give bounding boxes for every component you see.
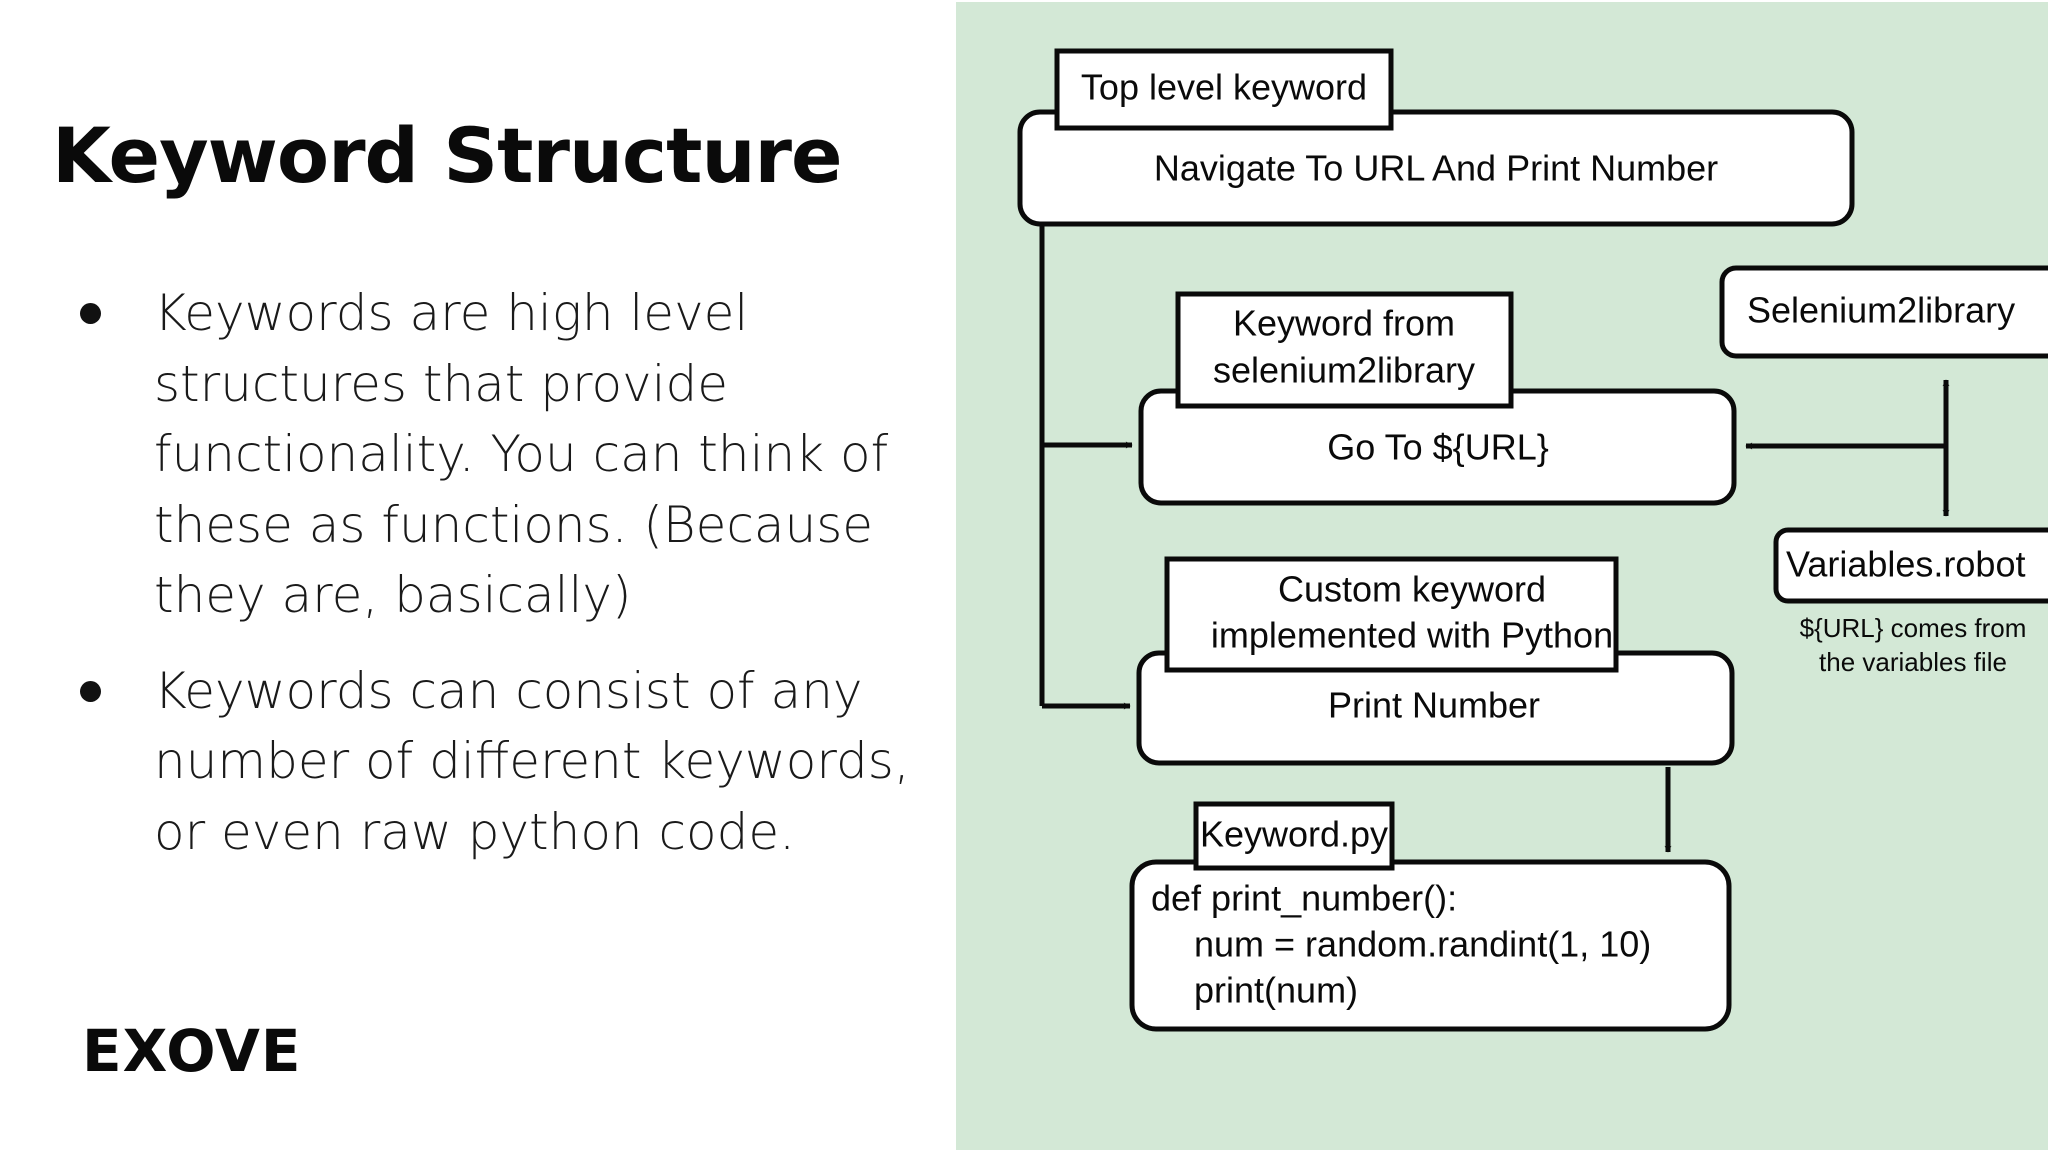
library-keyword-tag-line: Keyword from <box>1233 303 1455 344</box>
top-level-keyword-name: Navigate To URL And Print Number <box>1154 148 1718 189</box>
library-keyword-tag-frame <box>1175 291 1514 409</box>
python-code-line: def print_number(): <box>1151 878 1457 919</box>
bullet-text: Keywords are high level structures that … <box>154 284 889 624</box>
custom-keyword-tag-frame <box>1164 556 1619 673</box>
variables-file-name: Variables.robot <box>1786 544 2025 585</box>
bullet-item: Keywords are high level structures that … <box>78 278 918 631</box>
library-keyword-name: Go To ${URL} <box>1327 427 1548 468</box>
library-keyword-tag-line: selenium2library <box>1213 350 1475 391</box>
selenium-library-frame <box>1719 265 2048 359</box>
variables-file-box: Variables.robot ${URL} comes from the va… <box>1773 527 2048 677</box>
library-keyword-box: Go To ${URL} Keyword from selenium2libra… <box>1138 291 1737 506</box>
variables-note-line: the variables file <box>1819 647 2007 677</box>
python-code-line: num = random.randint(1, 10) <box>1194 924 1651 965</box>
custom-keyword-box: Print Number Custom keyword implemented … <box>1136 556 1735 766</box>
keyword-structure-diagram: Navigate To URL And Print Number Top lev… <box>956 2 2048 1150</box>
python-file-tag: Keyword.py <box>1200 814 1388 855</box>
bullet-icon <box>80 303 101 324</box>
selenium-library-box: Selenium2library <box>1719 265 2048 359</box>
bullet-list: Keywords are high level structures that … <box>78 278 918 892</box>
bullet-item: Keywords can consist of any number of di… <box>78 656 918 868</box>
python-file-box: def print_number(): num = random.randint… <box>1129 801 1732 1032</box>
slide-title: Keyword Structure <box>52 111 843 200</box>
top-level-keyword-frame <box>1017 109 1855 227</box>
bullet-text: Keywords can consist of any number of di… <box>154 661 910 861</box>
variables-file-frame <box>1773 527 2048 604</box>
python-file-frame <box>1129 859 1732 1032</box>
top-level-keyword-tag: Top level keyword <box>1081 67 1367 108</box>
selenium-library-name: Selenium2library <box>1747 290 2015 331</box>
top-level-keyword-tag-frame <box>1054 48 1394 131</box>
exove-logo: EXOVE <box>82 1017 302 1085</box>
custom-keyword-name: Print Number <box>1328 685 1540 726</box>
top-level-keyword-box: Navigate To URL And Print Number Top lev… <box>1017 48 1855 227</box>
bullet-icon <box>80 680 101 702</box>
python-file-tag-frame <box>1193 801 1395 871</box>
custom-keyword-tag-line: Custom keyword <box>1278 569 1546 610</box>
keyword-connectors <box>1039 224 1950 853</box>
custom-keyword-tag-line: implemented with Python <box>1211 615 1613 656</box>
variables-note-line: ${URL} comes from <box>1800 613 2027 643</box>
python-code-line: print(num) <box>1194 970 1358 1011</box>
